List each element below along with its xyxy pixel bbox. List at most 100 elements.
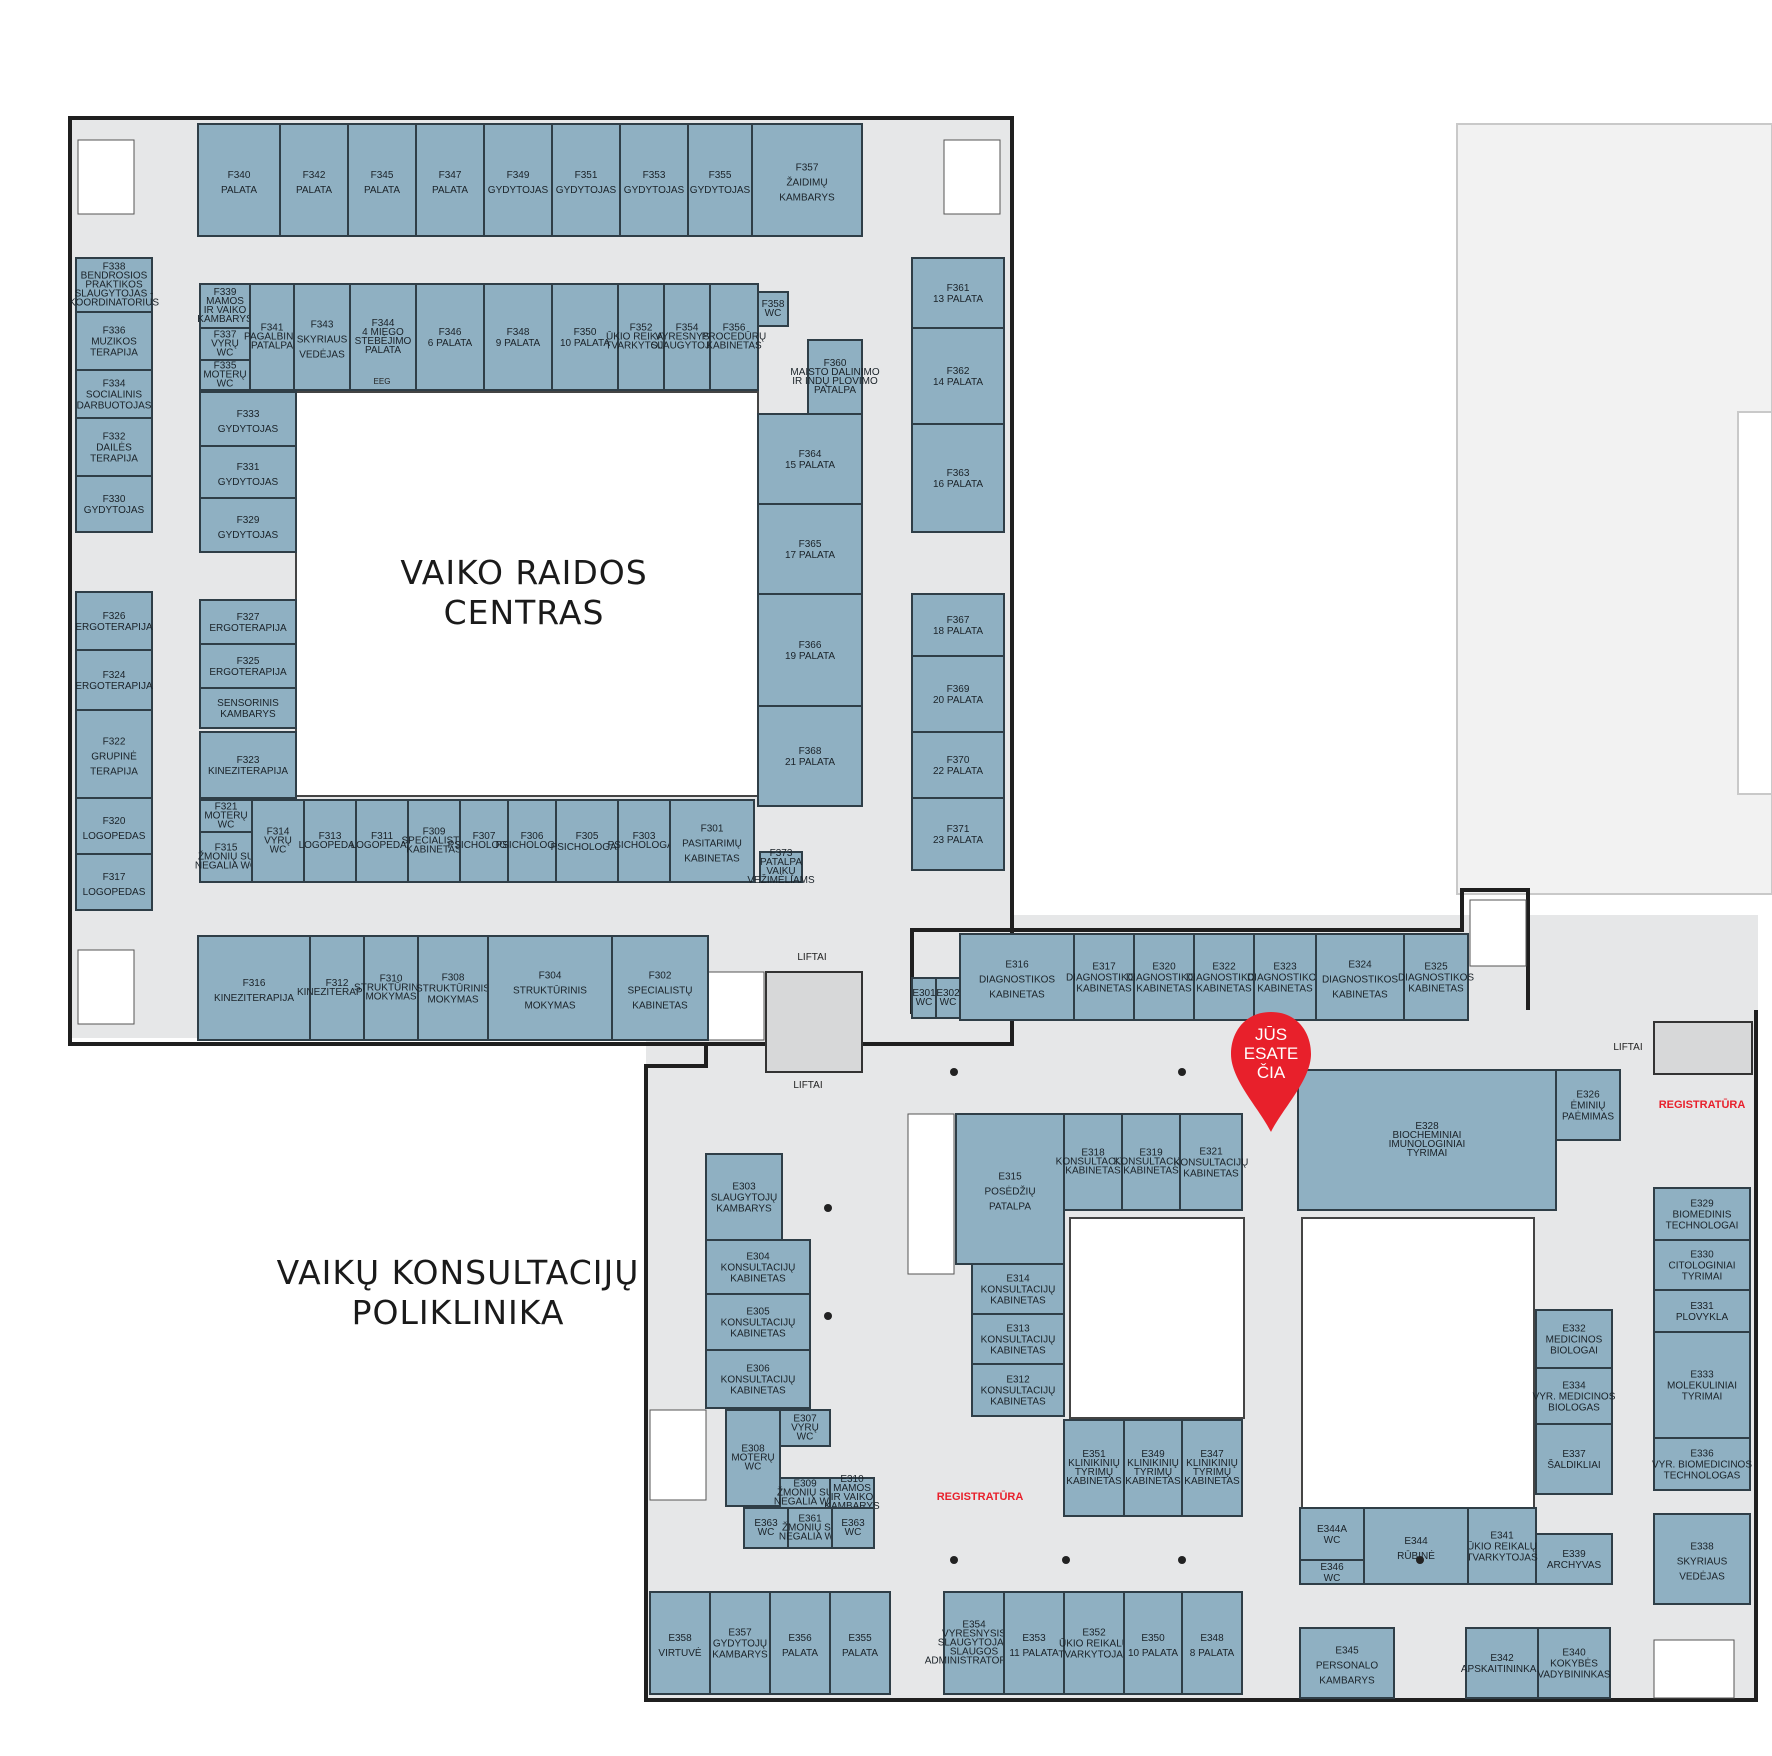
room-label: KONSULTACIJŲ: [981, 1335, 1056, 1346]
room-shape: [1535, 1533, 1613, 1585]
room-label: F343: [311, 320, 334, 331]
room-label: F330: [103, 494, 126, 505]
room-shape: [751, 123, 863, 237]
room-label: PAĖMIMAS: [1562, 1110, 1614, 1123]
room-shape: [971, 1363, 1065, 1417]
room-label: ŠALDIKLIAI: [1547, 1458, 1600, 1471]
room-label: E305: [746, 1307, 770, 1318]
room-shape: [1299, 1627, 1395, 1699]
room-shape: [829, 1591, 891, 1695]
room-label: E351: [1082, 1449, 1106, 1460]
room-label: E330: [1690, 1250, 1714, 1261]
room-label: MOTERŲ: [204, 811, 247, 822]
room-label: KABINETAS: [730, 1386, 786, 1397]
room-label: KABINETAS: [730, 1274, 786, 1285]
room-label: E325: [1424, 962, 1448, 973]
room-label: F301: [701, 824, 724, 835]
room-label: LOGOPEDAS: [83, 831, 146, 842]
room-label: NEGALIA WC: [774, 1497, 836, 1508]
room-e354: E354VYRESNYSISSLAUGYTOJASSLAUGOSADMINIST…: [925, 1591, 1024, 1695]
room-label: TVARKYTOJAS: [1058, 1650, 1130, 1661]
room-shape: [971, 1313, 1065, 1365]
room-shape: [911, 797, 1005, 871]
room-label: LOGOPEDAS: [299, 840, 362, 851]
room-label: KABINETAS: [1184, 1476, 1240, 1487]
room-label: F305: [576, 831, 599, 842]
room-label: 9 PALATA: [496, 338, 541, 349]
room-label: KABINETAS: [990, 1346, 1046, 1357]
room-shape: [197, 935, 311, 1041]
room-label: PALATA: [782, 1648, 818, 1659]
room-label: GYDYTOJŲ: [713, 1639, 767, 1650]
room-label: PATALPA: [251, 341, 293, 352]
room-label: DIAGNOSTIKOS: [1398, 973, 1474, 984]
room-label: VEŽIMĖLIAMS: [747, 873, 815, 886]
lifts-label-3: LIFTAI: [1613, 1042, 1642, 1053]
room-label: KLINIKINIŲ: [1127, 1458, 1179, 1469]
room-label: KABINETAS: [1076, 984, 1132, 995]
room-label: MAMOS: [206, 296, 244, 307]
room-shape: [1297, 1069, 1557, 1211]
room-label: 22 PALATA: [933, 766, 983, 777]
room-shape: [971, 1263, 1065, 1315]
room-label: F312: [326, 978, 349, 989]
room-shape: [199, 391, 297, 447]
room-shape: [955, 1113, 1065, 1265]
room-shape: [551, 123, 621, 237]
room-label: DIAGNOSTIKOS: [1247, 973, 1323, 984]
room-label: ŪKIO REIKALŲ: [1059, 1638, 1129, 1650]
room-label: E302: [936, 988, 960, 999]
room-shape: [1467, 1507, 1537, 1585]
room-label: E357: [728, 1628, 752, 1639]
room-label: F331: [237, 462, 260, 473]
room-label: WC: [217, 348, 234, 359]
room-label: GRUPINĖ: [91, 750, 137, 763]
room-label: F313: [319, 831, 342, 842]
room-shape: [705, 1153, 783, 1241]
room-shape: [1403, 933, 1469, 1021]
room-shape: [1133, 933, 1195, 1021]
room-label: WC: [218, 820, 235, 831]
room-label: F314: [267, 827, 290, 838]
room-label: 6 PALATA: [428, 338, 473, 349]
room-label: NEGALIA WC: [195, 861, 257, 872]
room-shape: [619, 123, 689, 237]
room-label: KABINETAS: [990, 1397, 1046, 1408]
room-label: PSICHOLOGAS: [496, 840, 569, 851]
room-label: PALATA: [365, 345, 401, 356]
area-title-north-1: VAIKO RAIDOS: [400, 553, 647, 592]
room-label: E350: [1141, 1633, 1165, 1644]
room-label: F350: [574, 327, 597, 338]
room-label: E354: [962, 1620, 986, 1631]
room-shape: [1123, 1591, 1183, 1695]
room-shape: [757, 705, 863, 807]
room-shape: [1537, 1627, 1611, 1699]
room-label: F335: [214, 361, 237, 372]
room-shape: [757, 413, 863, 505]
room-shape: [663, 283, 711, 391]
room-label: MOLEKULINIAI: [1667, 1381, 1737, 1392]
room-label: KONSULTACIJŲ: [721, 1375, 796, 1386]
room-label: 11 PALATA: [1009, 1648, 1059, 1659]
